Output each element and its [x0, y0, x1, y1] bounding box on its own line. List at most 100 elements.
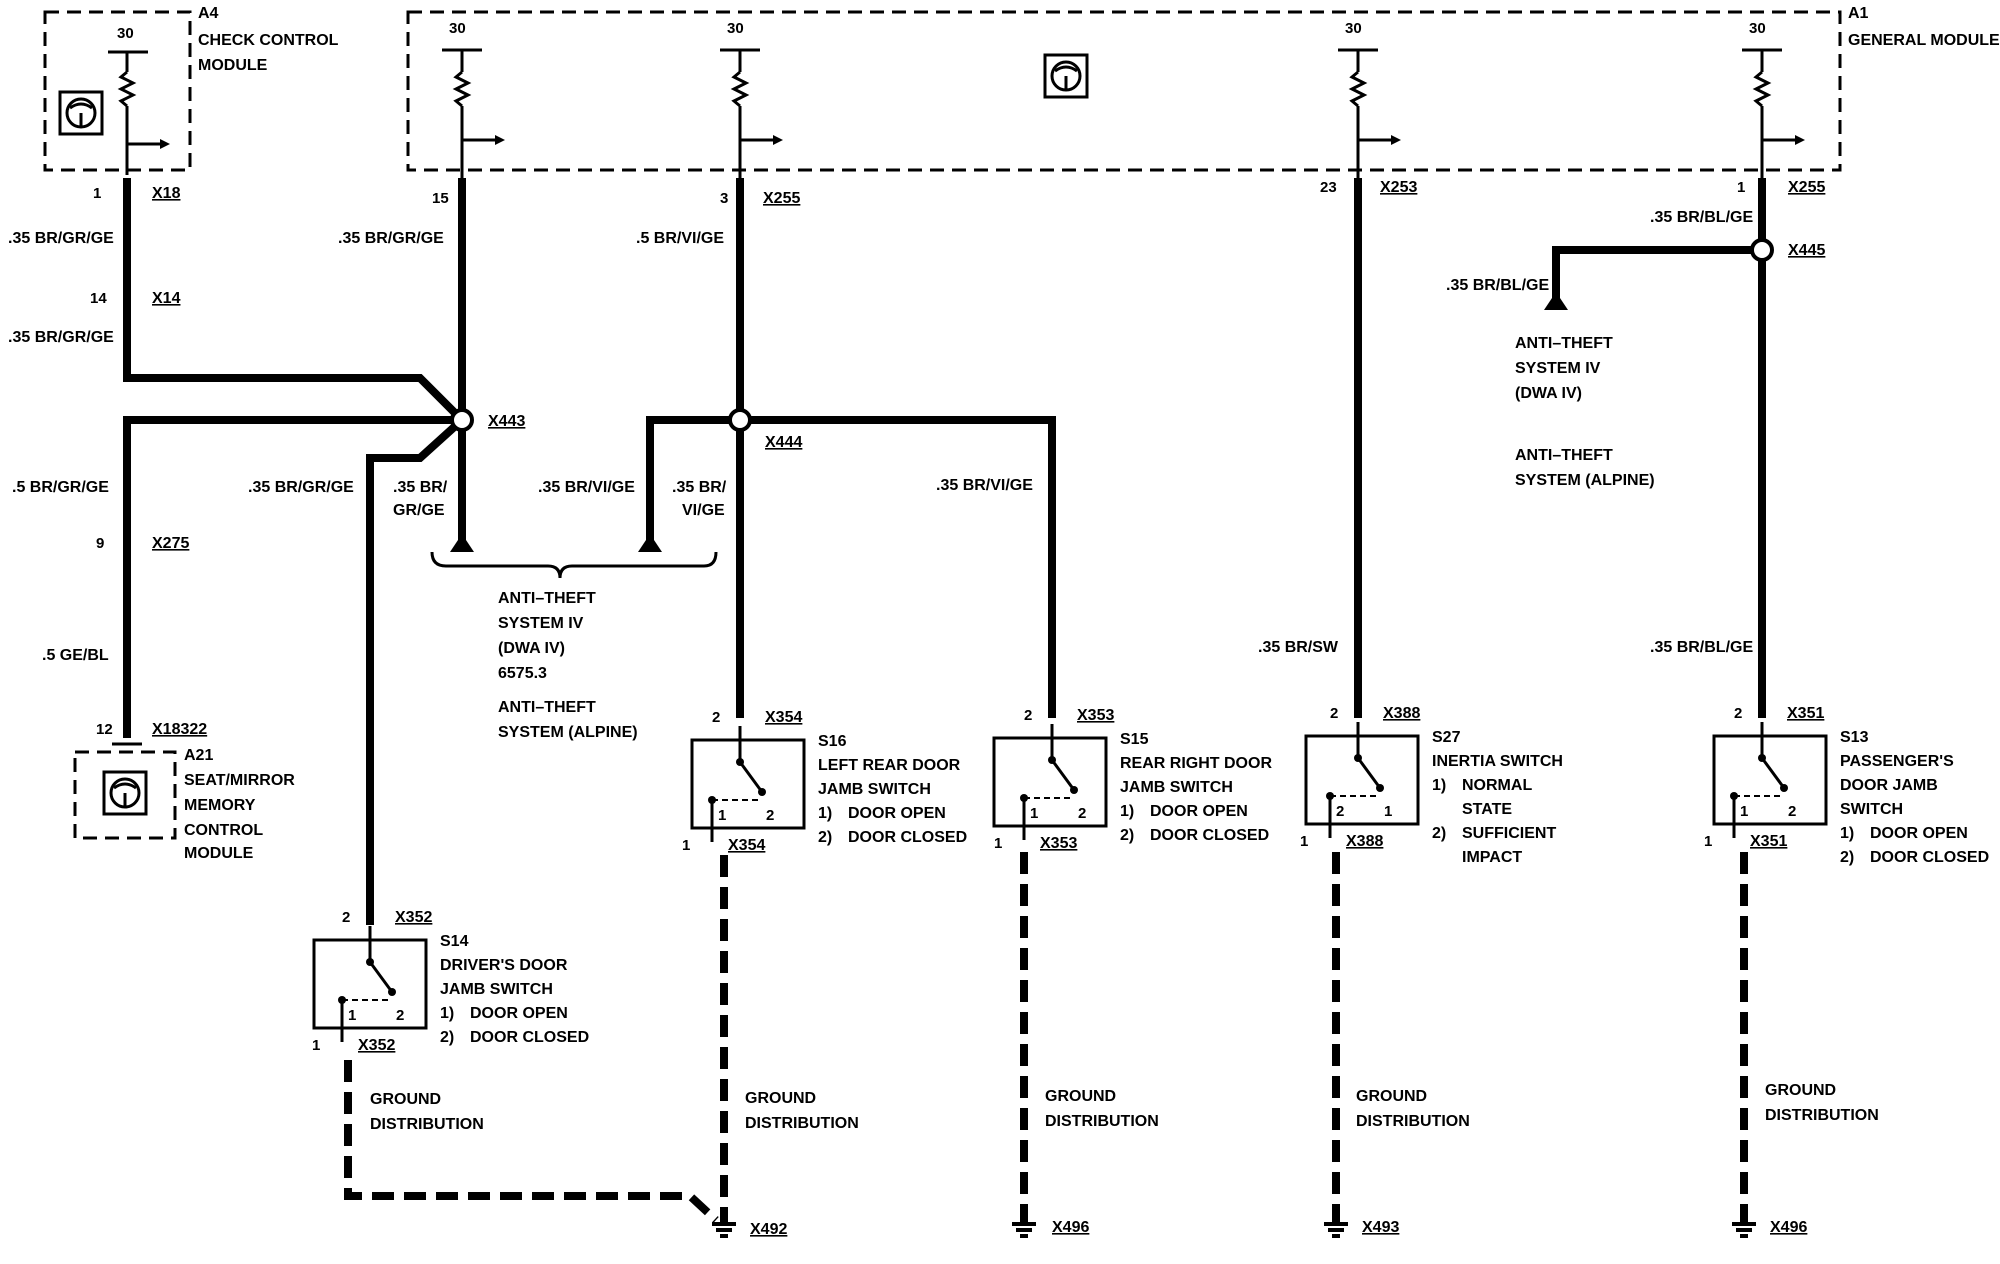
wire-x443-to-a21[interactable] [123, 416, 462, 738]
pin-label: 1 [682, 837, 690, 854]
wire-x443-to-s14[interactable] [366, 417, 465, 925]
svg-text:GROUND: GROUND [1765, 1082, 1836, 1099]
svg-text:2: 2 [766, 807, 774, 824]
connector-label-x445: X445 [1788, 242, 1825, 259]
svg-text:DISTRIBUTION: DISTRIBUTION [1356, 1113, 1470, 1130]
switch-state: DOOR OPEN [848, 805, 946, 822]
splice-x443[interactable] [450, 408, 474, 432]
wire-color-label: GR/GE [393, 502, 445, 519]
svg-text:GROUND: GROUND [1356, 1088, 1427, 1105]
ground-icon [1324, 1222, 1348, 1238]
ground-labels: GROUND DISTRIBUTION GROUND DISTRIBUTION … [370, 1082, 1879, 1133]
connector-label-x18: X18 [152, 185, 181, 202]
splice-x444[interactable] [728, 408, 752, 432]
svg-text:1: 1 [1384, 803, 1392, 820]
svg-text:2): 2) [440, 1029, 454, 1046]
connector-label-x444: X444 [765, 434, 802, 451]
pin-label: 15 [432, 190, 449, 207]
svg-text:GROUND: GROUND [370, 1091, 441, 1108]
connector-label: X354 [765, 709, 802, 726]
pullup-resistor-a1: 30 [720, 20, 783, 178]
connector-label: X353 [1077, 707, 1114, 724]
svg-text:1): 1) [1840, 825, 1854, 842]
module-a4[interactable]: A4 CHECK CONTROL MODULE 30 [43, 5, 339, 175]
connector-label: X352 [395, 909, 432, 926]
connector-label-x443: X443 [488, 413, 525, 430]
wire-a1-pin15[interactable] [450, 178, 474, 552]
wire-a4-to-x443[interactable] [123, 178, 465, 423]
wire-color-label: .5 BR/VI/GE [636, 230, 724, 247]
wire-x444-branch[interactable] [638, 416, 1056, 718]
switch-name: LEFT REAR DOOR [818, 757, 961, 774]
pullup-resistor-a1: 30 [1338, 20, 1401, 178]
switch-name: SWITCH [1840, 801, 1903, 818]
switch-state: DOOR CLOSED [470, 1029, 589, 1046]
terminal-30-label: 30 [1345, 20, 1362, 37]
terminal-30-label: 30 [449, 20, 466, 37]
connector-label-x255: X255 [1788, 179, 1825, 196]
svg-text:DISTRIBUTION: DISTRIBUTION [370, 1116, 484, 1133]
svg-text:2): 2) [1840, 849, 1854, 866]
splice-x445[interactable] [1750, 238, 1774, 262]
wire-color-label: .35 BR/BL/GE [1650, 639, 1753, 656]
terminal-30-label: 30 [1749, 20, 1766, 37]
connector-label: X388 [1346, 833, 1383, 850]
connector-label-x18322: X18322 [152, 721, 207, 738]
switch-state: NORMAL [1462, 777, 1532, 794]
switch-id: S15 [1120, 731, 1149, 748]
module-a21-name-3: CONTROL [184, 822, 263, 839]
svg-text:1): 1) [1432, 777, 1446, 794]
svg-text:ANTI–THEFT: ANTI–THEFT [1515, 335, 1613, 352]
pin-label: 2 [712, 709, 720, 726]
switch-state: DOOR CLOSED [1870, 849, 1989, 866]
pin-label: 14 [90, 290, 107, 307]
pin-label: 1 [93, 185, 101, 202]
pin-label: 12 [96, 721, 113, 738]
module-a21-name: SEAT/MIRROR [184, 772, 295, 789]
wire-color-label: .35 BR/GR/GE [248, 479, 354, 496]
module-a1-outline [406, 10, 1842, 172]
switch-state: DOOR OPEN [470, 1005, 568, 1022]
svg-text:(DWA IV): (DWA IV) [498, 640, 565, 657]
svg-text:DISTRIBUTION: DISTRIBUTION [1765, 1107, 1879, 1124]
antitheft-note-right: ANTI–THEFT SYSTEM IV (DWA IV) ANTI–THEFT… [1515, 335, 1655, 489]
pin-label: 1 [1300, 833, 1308, 850]
wire-a1-pin1[interactable] [1544, 178, 1766, 718]
switch-name: DRIVER'S DOOR [440, 957, 568, 974]
antitheft-note-left: ANTI–THEFT SYSTEM IV (DWA IV) 6575.3 ANT… [498, 590, 638, 741]
pin-label: 2 [1024, 707, 1032, 724]
control-unit-icon [102, 770, 148, 816]
svg-text:SYSTEM (ALPINE): SYSTEM (ALPINE) [1515, 472, 1655, 489]
pin-label: 2 [1330, 705, 1338, 722]
ground-label-x496: X496 [1770, 1219, 1807, 1236]
ground-label-x496: X496 [1052, 1219, 1089, 1236]
ground-path-s14-s16[interactable] [344, 855, 728, 1223]
ground-icon [712, 1222, 736, 1238]
control-unit-icon [58, 90, 104, 136]
pullup-resistor-a1: 30 [1742, 20, 1805, 178]
svg-text:GROUND: GROUND [1045, 1088, 1116, 1105]
switch-id: S16 [818, 733, 847, 750]
svg-text:1: 1 [1030, 805, 1038, 822]
svg-text:1): 1) [440, 1005, 454, 1022]
switch-state: SUFFICIENT [1462, 825, 1556, 842]
connector-label: X388 [1383, 705, 1420, 722]
connector-label-x255: X255 [763, 190, 800, 207]
wire-color-label: .35 BR/GR/GE [8, 329, 114, 346]
pin-label: 23 [1320, 179, 1337, 196]
svg-text:ANTI–THEFT: ANTI–THEFT [498, 699, 596, 716]
ground-label-x493: X493 [1362, 1219, 1399, 1236]
svg-text:SYSTEM IV: SYSTEM IV [1515, 360, 1601, 377]
module-a21[interactable]: A21 SEAT/MIRROR MEMORY CONTROL MODULE [73, 742, 295, 862]
connector-label: X354 [728, 837, 765, 854]
module-a1-name: GENERAL MODULE [1848, 32, 2000, 49]
wire-color-label: .35 BR/VI/GE [538, 479, 635, 496]
module-a4-id: A4 [198, 5, 219, 22]
